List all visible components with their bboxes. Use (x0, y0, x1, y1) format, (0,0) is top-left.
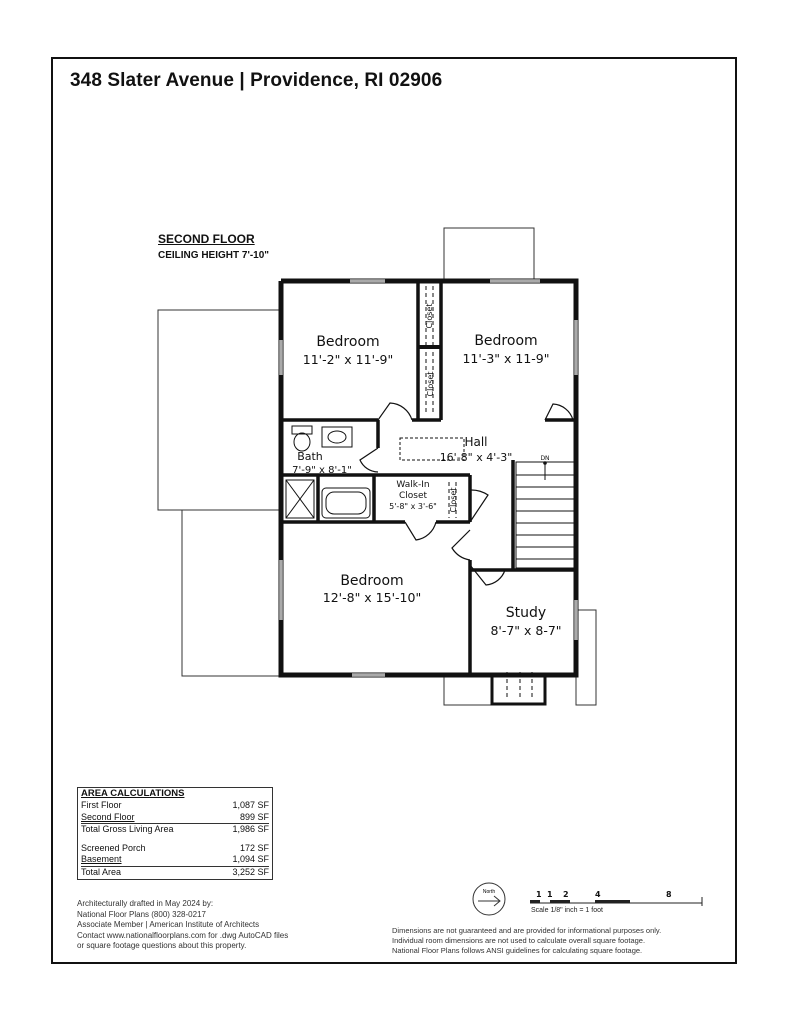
bedroom-s-name: Bedroom (340, 573, 403, 589)
area-row: Screened Porch 172 SF (81, 843, 269, 855)
roof-west-upper (157, 309, 281, 511)
disclaimer-line: National Floor Plans follows ANSI guidel… (392, 946, 643, 955)
exterior-walls (278, 278, 579, 678)
credit-line: Associate Member | American Institute of… (77, 920, 260, 929)
door-bedroom-nw (377, 402, 413, 421)
disclaimer-line: Dimensions are not guaranteed and are pr… (392, 926, 662, 935)
area-row: First Floor 1,087 SF (81, 800, 269, 812)
area-row-label: Total Area (81, 866, 122, 877)
study-bay (490, 675, 547, 706)
hall-name: Hall (464, 435, 487, 449)
scale-bar: 1 1 2 4 8 (530, 890, 703, 906)
area-row: Total Gross Living Area 1,986 SF (81, 824, 269, 836)
bedroom-nw-dims: 11'-2" x 11'-9" (303, 352, 393, 367)
area-row-value: 1,094 SF (232, 854, 269, 864)
door-study (469, 564, 506, 586)
toilet-tank (291, 425, 313, 435)
area-row: Total Area 3,252 SF (81, 867, 269, 879)
door-swings (359, 402, 574, 586)
toilet-bowl (293, 432, 311, 452)
credit-line: Contact www.nationalfloorplans.com for .… (77, 930, 289, 940)
attic-access (399, 437, 465, 461)
area-row-value: 3,252 SF (232, 866, 269, 877)
scale-tick-2: 2 (563, 890, 569, 899)
roof-west-lower (181, 509, 281, 677)
disclaimer-line: Individual room dimensions are not used … (392, 936, 646, 945)
area-row-label: First Floor (81, 800, 122, 810)
area-row: Basement 1,094 SF (81, 854, 269, 867)
bedroom-ne-dims: 11'-3" x 11-9" (462, 351, 549, 366)
vanity (321, 426, 353, 448)
page-frame (51, 57, 737, 964)
property-address: 348 Slater Avenue | Providence, RI 02906 (70, 70, 443, 91)
scale-tick-4: 4 (595, 890, 601, 899)
bedroom-nw-name: Bedroom (316, 334, 379, 350)
floor-title: SECOND FLOOR (158, 232, 255, 246)
walkin-dims: 5'-8" x 3'-6" (389, 502, 437, 511)
tub-basin (325, 491, 367, 515)
area-row-value: 899 SF (239, 811, 269, 822)
stair-arrow-icon (543, 461, 547, 465)
area-row-value: 1,087 SF (232, 800, 269, 810)
scale-tick-8: 8 (666, 890, 672, 899)
area-row: Second Floor 899 SF (81, 811, 269, 824)
roof-south (443, 675, 493, 706)
bedroom-ne-name: Bedroom (474, 333, 537, 349)
drafter-credit: Architecturally drafted in May 2024 by: … (77, 899, 288, 952)
interior-walls (281, 281, 576, 675)
bath-dims: 7'-9" x 8'-1" (292, 465, 352, 476)
walkin-name: Walk-In (396, 480, 429, 490)
area-row-label: Screened Porch (81, 842, 146, 853)
area-row-label: Second Floor (81, 811, 135, 822)
shower (285, 479, 315, 519)
closet-doors (425, 286, 533, 700)
door-bedroom-ne (544, 403, 574, 421)
bath-fixtures (285, 425, 371, 519)
roof-north (443, 227, 535, 281)
walkin-name2: Closet (399, 491, 428, 501)
north-label: North (483, 889, 495, 895)
door-bedroom-s (404, 521, 437, 541)
area-row-label: Basement (81, 854, 122, 864)
credit-line: Architecturally drafted in May 2024 by: (77, 899, 214, 908)
roof-east (575, 609, 597, 706)
area-row-value: 172 SF (239, 842, 269, 853)
study-name: Study (506, 605, 546, 621)
credit-line: or square footage questions about this p… (77, 941, 247, 950)
credit-line: National Floor Plans (800) 328-0217 (77, 909, 206, 919)
bedroom-s-dims: 12'-8" x 15'-10" (323, 590, 421, 605)
windows (279, 279, 578, 677)
scale-label: Scale 1/8" inch = 1 foot (531, 907, 603, 914)
north-arrow: North (472, 882, 506, 916)
ceiling-height: CEILING HEIGHT 7'-10" (158, 250, 270, 261)
closet-label-lower: Closet (426, 372, 435, 397)
bath-name: Bath (297, 450, 323, 463)
scale-tick-1b: 1 (547, 890, 553, 899)
bathtub (321, 487, 371, 519)
stair-label: DN (540, 455, 549, 462)
closet-label-walkin: Closet (449, 488, 458, 513)
door-walkin (469, 489, 489, 523)
hall-dims: 16'-8" x 4'-3" (440, 451, 513, 464)
area-calculations: AREA CALCULATIONS First Floor 1,087 SF S… (77, 787, 273, 880)
closet-divider (418, 345, 441, 349)
door-bath (359, 447, 379, 473)
sink (327, 430, 347, 444)
disclaimer: Dimensions are not guaranteed and are pr… (392, 926, 661, 956)
area-row-value: 1,986 SF (232, 824, 269, 834)
closet-label-upper: Closet (425, 304, 434, 329)
area-title: AREA CALCULATIONS (81, 788, 185, 799)
door-closet-s (451, 529, 471, 561)
scale-tick-1a: 1 (536, 890, 542, 899)
study-dims: 8'-7" x 8-7" (490, 623, 561, 638)
staircase (515, 461, 575, 569)
area-row-label: Total Gross Living Area (81, 824, 174, 834)
